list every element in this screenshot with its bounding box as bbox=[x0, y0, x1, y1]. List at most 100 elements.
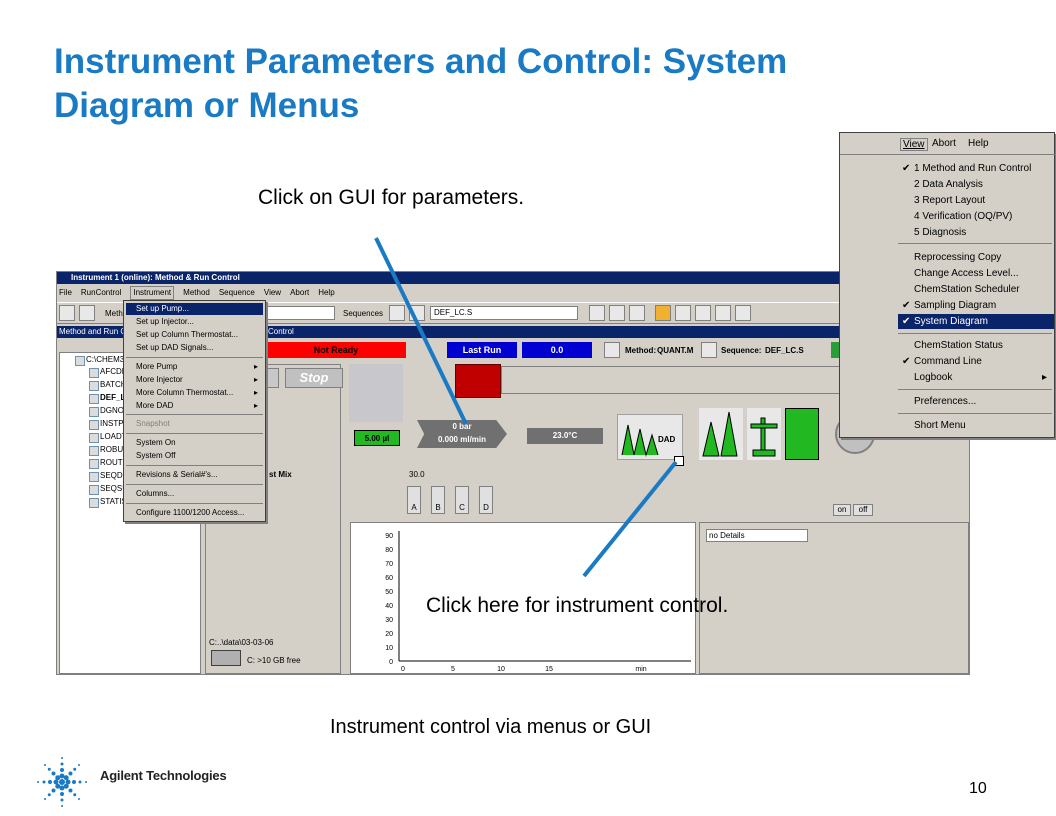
disk-free-label: C: >10 GB free bbox=[247, 656, 301, 665]
off-button[interactable]: off bbox=[853, 504, 873, 516]
menu-item-revisions[interactable]: Revisions & Serial#'s... bbox=[136, 470, 218, 479]
menu-item-more-dad[interactable]: More DAD bbox=[136, 401, 174, 410]
view-item-preferences[interactable]: Preferences... bbox=[914, 396, 977, 407]
tree-item[interactable]: SEQDC bbox=[88, 471, 129, 482]
injector-module[interactable]: 5.00 µl bbox=[354, 430, 400, 446]
spark-dot bbox=[73, 793, 77, 797]
toolbar-icon-4[interactable] bbox=[609, 305, 625, 321]
tree-item[interactable]: LOADT bbox=[89, 432, 127, 443]
annotation-instrument: Click here for instrument control. bbox=[426, 594, 729, 617]
spark-dot bbox=[55, 783, 61, 789]
menu-view[interactable]: View bbox=[263, 288, 282, 297]
menu-item-more-column[interactable]: More Column Thermostat... bbox=[136, 388, 234, 397]
toolbar-icon-6[interactable] bbox=[655, 305, 671, 321]
menu-file[interactable]: File bbox=[59, 288, 72, 297]
view-item-reprocessing[interactable]: Reprocessing Copy bbox=[914, 252, 1002, 263]
menu-item-system-off[interactable]: System Off bbox=[136, 451, 176, 460]
view-item-command-line[interactable]: Command Line bbox=[914, 356, 982, 367]
view-item-status[interactable]: ChemStation Status bbox=[914, 340, 1003, 351]
toolbar-icon-2[interactable] bbox=[79, 305, 95, 321]
tree-root[interactable]: C:\CHEM3... bbox=[75, 355, 131, 366]
menu-help[interactable]: Help bbox=[318, 288, 335, 297]
toolbar-icon-9[interactable] bbox=[735, 305, 751, 321]
toolbar-icon-5[interactable] bbox=[629, 305, 645, 321]
view-item-scheduler[interactable]: ChemStation Scheduler bbox=[914, 284, 1020, 295]
menu-method[interactable]: Method bbox=[183, 288, 210, 297]
help-menu-title[interactable]: Help bbox=[968, 138, 989, 149]
menu-item-setup-injector[interactable]: Set up Injector... bbox=[136, 317, 194, 326]
view-item-system-diagram[interactable]: System Diagram bbox=[914, 316, 988, 327]
column-module[interactable]: 23.0°C bbox=[527, 428, 603, 444]
view-menu-title[interactable]: View bbox=[900, 138, 928, 151]
menu-runcontrol[interactable]: RunControl bbox=[80, 288, 122, 297]
method-book-icon[interactable] bbox=[604, 342, 620, 358]
tree-item[interactable]: DGNOI bbox=[88, 406, 127, 417]
menu-item-more-injector[interactable]: More Injector bbox=[136, 375, 183, 384]
menu-sequence[interactable]: Sequence bbox=[218, 288, 255, 297]
stop-button[interactable]: Stop bbox=[285, 368, 343, 388]
menu-item-setup-pump[interactable]: Set up Pump... bbox=[136, 304, 189, 313]
y-tick-label: 90 bbox=[385, 533, 393, 540]
report-icon[interactable] bbox=[785, 408, 819, 460]
slide-title: Instrument Parameters and Control: Syste… bbox=[54, 40, 994, 128]
menu-item-columns[interactable]: Columns... bbox=[136, 489, 175, 498]
tree-item[interactable]: BATCH bbox=[89, 380, 127, 391]
menu-item-more-pump[interactable]: More Pump bbox=[136, 362, 178, 371]
arrow-to-dad bbox=[582, 460, 678, 578]
toolbar-icon-7[interactable] bbox=[675, 305, 691, 321]
tree-item[interactable]: DEF_L bbox=[88, 393, 126, 404]
bottle-b[interactable]: B bbox=[431, 486, 445, 514]
bottle-c[interactable]: C bbox=[455, 486, 469, 514]
print-icon[interactable] bbox=[695, 305, 711, 321]
on-button[interactable]: on bbox=[833, 504, 851, 516]
dad-module[interactable]: DAD bbox=[617, 414, 683, 460]
menu-item-snapshot[interactable]: Snapshot bbox=[136, 419, 170, 428]
tree-item[interactable]: STATIS bbox=[89, 497, 127, 508]
tab-method-run[interactable]: Method and Run C bbox=[59, 327, 127, 336]
bottle-d[interactable]: D bbox=[479, 486, 493, 514]
menu-separator bbox=[126, 465, 263, 466]
menu-separator bbox=[126, 484, 263, 485]
view-item-data-analysis[interactable]: 2 Data Analysis bbox=[914, 179, 983, 190]
tree-item[interactable]: ROUTI bbox=[89, 458, 125, 469]
view-item-access-level[interactable]: Change Access Level... bbox=[914, 268, 1019, 279]
tree-item[interactable]: INSTPE bbox=[89, 419, 129, 430]
sequence-combo[interactable]: DEF_LC.S bbox=[430, 306, 578, 320]
view-item-short-menu[interactable]: Short Menu bbox=[914, 420, 966, 431]
toolbar-icon-8[interactable] bbox=[715, 305, 731, 321]
abort-menu-title[interactable]: Abort bbox=[932, 138, 956, 149]
tree-item[interactable]: ROBUS bbox=[88, 445, 129, 456]
menu-item-setup-column[interactable]: Set up Column Thermostat... bbox=[136, 330, 239, 339]
balance-icon[interactable] bbox=[747, 408, 781, 460]
menu-abort[interactable]: Abort bbox=[290, 288, 310, 297]
x-tick-label: min bbox=[635, 666, 646, 673]
menu-item-setup-dad[interactable]: Set up DAD Signals... bbox=[136, 343, 214, 352]
menu-instrument[interactable]: Instrument bbox=[130, 286, 175, 300]
check-icon: ✔ bbox=[902, 316, 911, 327]
open-sequence-icon[interactable] bbox=[389, 305, 405, 321]
bottle-a[interactable]: A bbox=[407, 486, 421, 514]
pump-module[interactable]: 0 bar 0.000 ml/min bbox=[417, 420, 507, 448]
view-item-sampling-diagram[interactable]: Sampling Diagram bbox=[914, 300, 997, 311]
menu-item-configure[interactable]: Configure 1100/1200 Access... bbox=[136, 508, 245, 517]
toolbar-icon-1[interactable] bbox=[59, 305, 75, 321]
details-select[interactable]: no Details bbox=[706, 529, 808, 542]
tab-control[interactable]: Control bbox=[268, 327, 294, 336]
status-method-label: Method: bbox=[625, 346, 657, 355]
sequence-combo-value: DEF_LC.S bbox=[434, 308, 473, 317]
submenu-arrow-icon: ▸ bbox=[254, 362, 259, 371]
spark-dot bbox=[44, 797, 47, 800]
view-item-method-run[interactable]: 1 Method and Run Control bbox=[914, 163, 1032, 174]
view-item-report-layout[interactable]: 3 Report Layout bbox=[914, 195, 986, 206]
view-item-verification[interactable]: 4 Verification (OQ/PV) bbox=[914, 211, 1013, 222]
view-item-logbook[interactable]: Logbook bbox=[914, 372, 953, 383]
view-menubar: View Abort Help bbox=[840, 133, 1056, 155]
sequence-icon[interactable] bbox=[701, 342, 717, 358]
tree-item[interactable]: SEQSU bbox=[88, 484, 129, 495]
toolbar-icon-3[interactable] bbox=[589, 305, 605, 321]
view-item-diagnosis[interactable]: 5 Diagnosis bbox=[914, 227, 967, 238]
menu-item-system-on[interactable]: System On bbox=[136, 438, 176, 447]
chromatogram-icon[interactable] bbox=[699, 408, 743, 460]
tree-item[interactable]: AFCDE bbox=[88, 367, 128, 378]
tray-icon[interactable] bbox=[455, 364, 501, 398]
